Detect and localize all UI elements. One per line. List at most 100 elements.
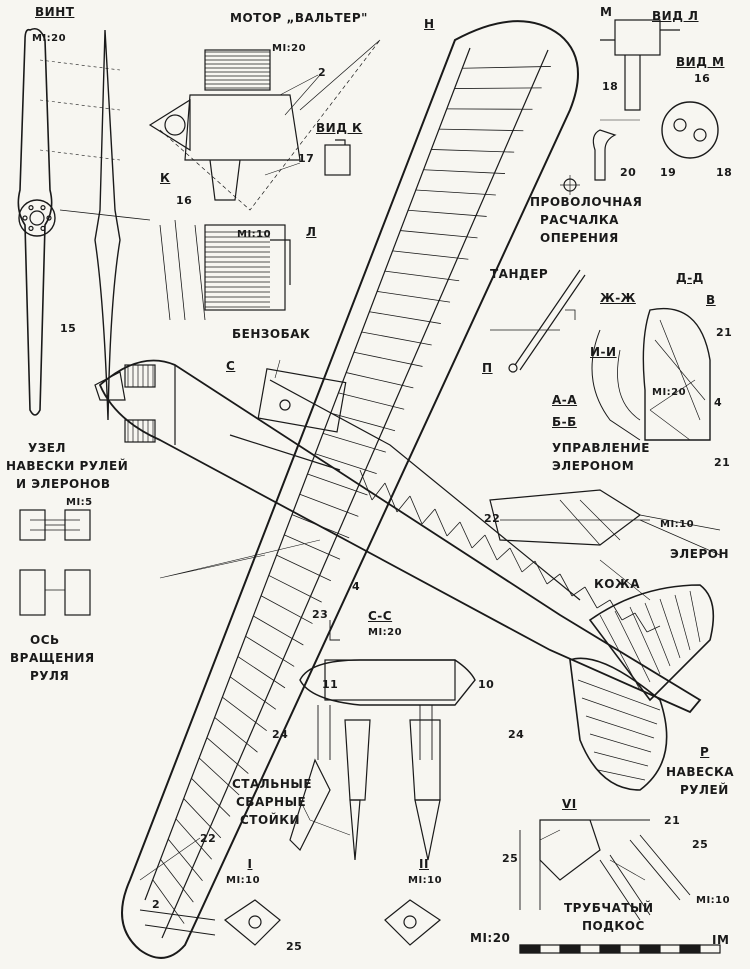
propeller [17,27,151,421]
l-arrow-label: Л [306,225,317,239]
part-number: 2 [152,898,161,911]
section-i-label: И-И [590,345,617,359]
view-k-label: ВИД К [316,121,363,135]
tubular-brace-scale: МI:10 [696,895,731,906]
turnbuckle [490,269,586,373]
part-number: 20 [620,166,637,179]
part-number: 18 [716,166,733,179]
tail-group [569,584,715,791]
tubular-brace [519,819,691,921]
bracing-label-1: ПРОВОЛОЧНАЯ [530,195,643,209]
hinge-title-1: УЗЕЛ [28,441,66,455]
engine-view-l [159,219,291,321]
section-zh-label: Ж-Ж [600,291,636,305]
fuselage [98,359,702,714]
part-number: 11 [322,678,339,691]
struts-label-3: СТОЙКИ [240,813,301,827]
propeller-title: ВИНТ [35,5,75,19]
part-number: 25 [286,940,303,953]
part-number: 19 [660,166,677,179]
aileron-label: ЭЛЕРОН [670,547,730,561]
aileron-control-label-2: ЭЛЕРОНОМ [552,459,635,473]
part-number: 10 [478,678,495,691]
rudder-hinge-label-2: РУЛЕЙ [680,783,729,797]
engine-detail [148,39,381,211]
fittings [139,899,442,946]
scale-bar-right-label: IМ [712,933,730,947]
section-scale: МI:20 [652,387,687,398]
rudder-hinge-label-1: НАВЕСКА [666,765,735,779]
skin-label: КОЖА [594,577,640,591]
view-m-label: ВИД М [676,55,725,69]
section-i-fitting-label: I [247,857,253,871]
section-b-label: Б-Б [552,415,577,429]
part-number: 24 [508,728,525,741]
part-number: 16 [694,72,711,85]
steel-struts [289,719,441,861]
part-number: 25 [692,838,709,851]
main-wing [121,20,579,959]
r-section-label: Р [700,745,710,759]
axis-label-2: ВРАЩЕНИЯ [10,651,95,665]
section-details [565,307,711,441]
axis-label-3: РУЛЯ [30,669,70,683]
section-ii-fitting-label: II [419,857,429,871]
aileron-control-label-1: УПРАВЛЕНИЕ [552,441,650,455]
tubular-brace-label-1: ТРУБЧАТЫЙ [564,901,654,915]
bracing-label-3: ОПЕРЕНИЯ [540,231,619,245]
struts-label-1: СТАЛЬНЫЕ [232,777,313,791]
s-section-label: С [226,359,236,373]
top-right-details [560,19,719,195]
section-i-fitting-scale: МI:10 [226,875,261,886]
hinge-nodes [19,509,91,616]
aileron-scale: МI:10 [660,519,695,530]
fuel-tank-section [299,620,476,760]
aileron-control [489,489,721,556]
part-number: 4 [352,580,361,593]
section-cc-label: С-С [368,609,393,623]
view-l-label: ВИД Л [652,9,699,23]
part-number: 22 [484,512,501,525]
scale-bar-left-label: МI:20 [470,931,511,945]
engine-scale: МI:20 [272,43,307,54]
k-arrow-label: К [160,171,171,185]
part-number: 22 [200,832,217,845]
part-number: 15 [60,322,77,335]
part-number: 23 [312,608,329,621]
section-vi-label: VI [562,797,577,811]
p-section-label: П [482,361,493,375]
section-ii-fitting-scale: МI:10 [408,875,443,886]
section-d-label: Д-Д [676,271,704,285]
struts-label-2: СВАРНЫЕ [236,795,307,809]
section-cc-scale: МI:20 [368,627,403,638]
section-a-label: А-А [552,393,578,407]
propeller-scale: МI:20 [32,33,67,44]
part-number: 4 [714,396,723,409]
part-number: 21 [664,814,681,827]
part-number: 24 [272,728,289,741]
scale-bar [519,944,721,954]
m-arrow-label: М [600,5,613,19]
model-engine [94,364,156,443]
part-number: 21 [714,456,731,469]
fuel-tank-label: БЕНЗОБАК [232,327,311,341]
hinge-title-3: И ЭЛЕРОНОВ [16,477,111,491]
turnbuckle-label: ТАНДЕР [490,267,549,281]
part-number: 21 [716,326,733,339]
part-number: 25 [502,852,519,865]
hinge-scale: МI:5 [66,497,93,508]
h-section-label: Н [424,17,435,31]
engine-title: МОТОР „ВАЛЬТЕР" [230,11,368,25]
leader-lines [139,74,696,881]
v-section-label: В [706,293,716,307]
part-number: 2 [318,66,327,79]
part-number: 17 [298,152,315,165]
tubular-brace-label-2: ПОДКОС [582,919,645,933]
bracing-label-2: РАСЧАЛКА [540,213,619,227]
part-number: 16 [176,194,193,207]
engine-l-scale: МI:10 [237,229,272,240]
part-number: 18 [602,80,619,93]
axis-label-1: ОСЬ [30,633,60,647]
